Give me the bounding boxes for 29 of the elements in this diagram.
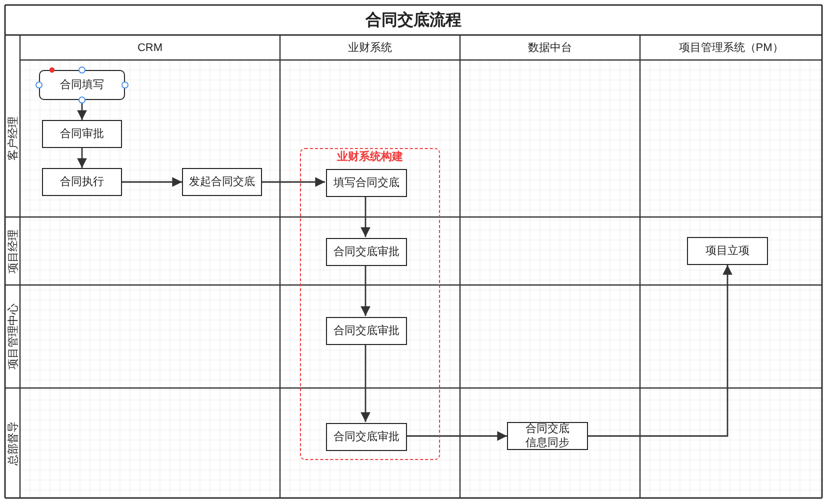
process-box: 合同执行 [42,168,122,196]
arrow [588,265,732,437]
row-header: 客户经理 [6,116,20,160]
column-header: 业财系统 [347,40,393,56]
process-box: 合同交底审批 [326,423,407,451]
process-box: 合同交底信息同步 [507,422,588,450]
column-header: CRM [136,40,164,56]
arrow [77,148,87,168]
group-frame [300,148,440,460]
arrow [406,431,507,441]
arrow [122,177,182,187]
process-box: 合同填写 [39,70,125,100]
row-header: 项目管理中心 [6,304,20,370]
diagram-title: 合同交底流程 [364,10,462,30]
arrow [262,177,325,187]
group-title: 业财系统构建 [336,150,404,164]
row-header: 总部督导 [6,421,20,465]
column-header: 数据中台 [527,41,573,56]
process-box: 项目立项 [687,237,768,265]
arrow [360,344,370,422]
arrow [360,196,370,237]
process-box: 发起合同交底 [182,168,262,196]
row-header: 项目经理 [6,229,20,273]
arrow [360,265,370,316]
process-box: 合同审批 [42,120,122,148]
column-header: 项目管理系统（PM） [678,40,784,56]
process-box: 填写合同交底 [326,169,407,197]
process-box: 合同交底审批 [326,317,407,345]
process-box: 合同交底审批 [326,238,407,266]
